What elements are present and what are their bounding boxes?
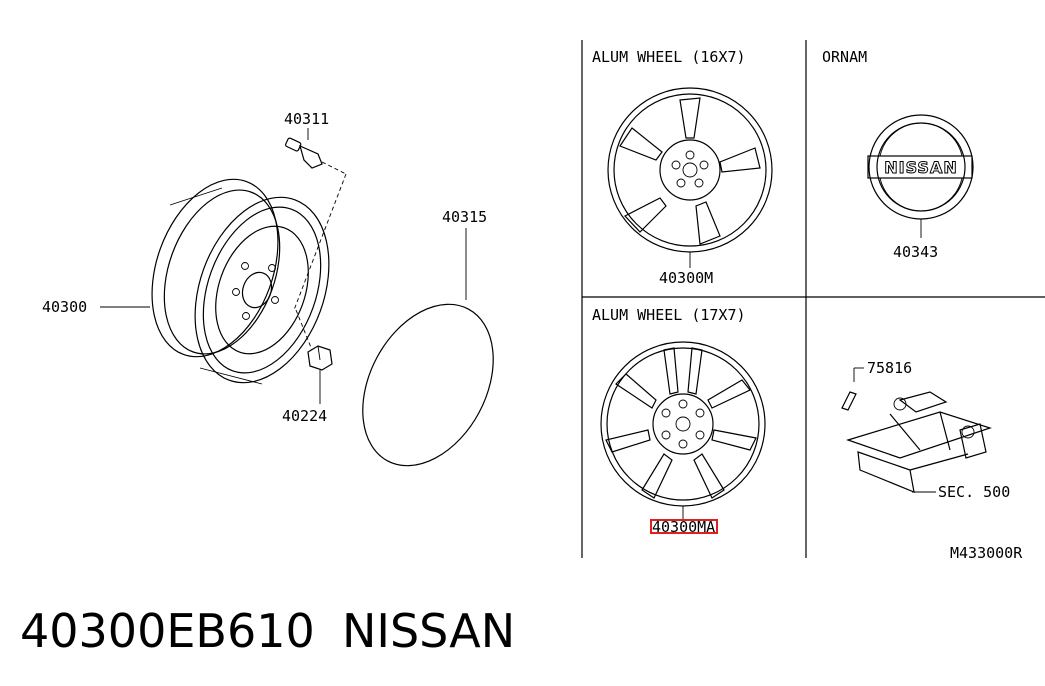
title-alum-wheel-16x7: ALUM WHEEL (16X7)	[592, 48, 746, 66]
label-40311: 40311	[284, 110, 329, 128]
part-number: 40300EB610	[20, 604, 315, 658]
valve-40311[interactable]	[285, 128, 347, 311]
highlight-40300ma	[650, 519, 718, 534]
ornament-40343[interactable]: NISSAN	[867, 114, 974, 238]
label-40315: 40315	[442, 208, 487, 226]
nissan-emblem-text: NISSAN	[884, 158, 957, 177]
panel-dividers	[581, 40, 1045, 558]
title-ornam: ORNAM	[822, 48, 867, 66]
label-40300m: 40300M	[659, 269, 713, 287]
label-40300: 40300	[42, 298, 87, 316]
label-40300ma: 40300MA	[652, 518, 715, 536]
label-sec-500: SEC. 500	[938, 483, 1010, 501]
brand-name: NISSAN	[342, 604, 515, 658]
alum-wheel-16x7[interactable]	[607, 87, 773, 268]
label-75816: 75816	[867, 359, 912, 377]
title-alum-wheel-17x7: ALUM WHEEL (17X7)	[592, 306, 746, 324]
alum-wheel-17x7[interactable]	[600, 341, 766, 520]
steel-wheel-40300[interactable]	[129, 162, 353, 402]
wheel-cap-40315[interactable]	[336, 228, 519, 488]
frame-assembly-sec500[interactable]	[841, 367, 992, 493]
label-40343: 40343	[893, 243, 938, 261]
label-40224: 40224	[282, 407, 327, 425]
diagram-code: M433000R	[950, 544, 1023, 562]
lug-nut-40224[interactable]	[295, 309, 333, 404]
